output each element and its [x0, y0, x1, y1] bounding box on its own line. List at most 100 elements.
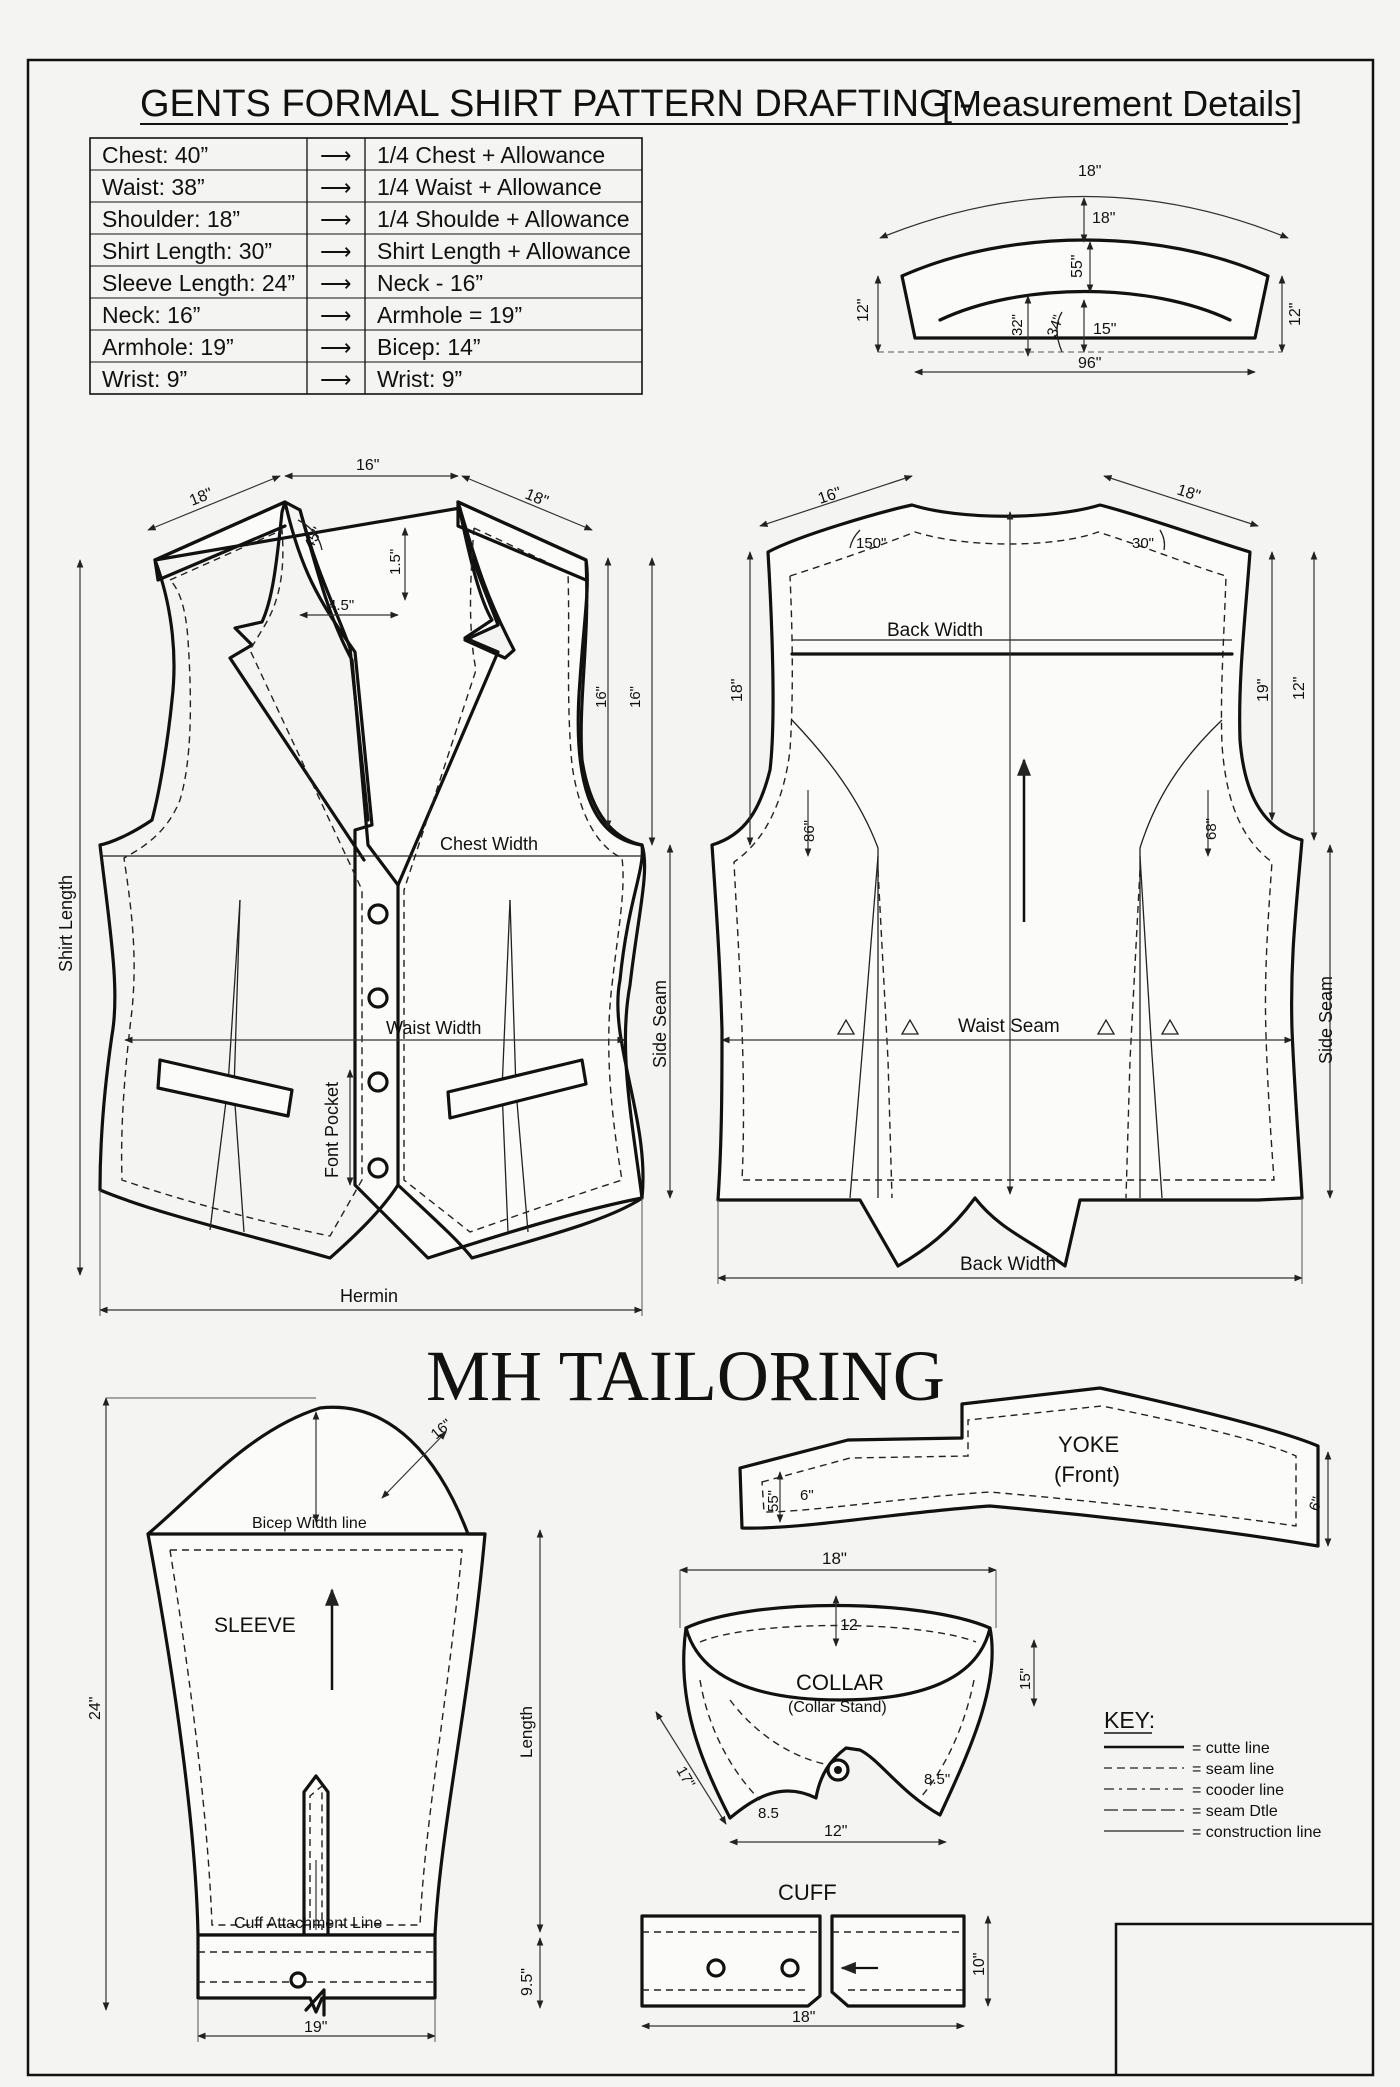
collar-piece: 18" 12 COLLAR (Collar Stand) 15" 17" 8.5…	[655, 1549, 1038, 1846]
dim-label: 32"	[1009, 314, 1026, 336]
waist-width-label: Waist Width	[386, 1018, 481, 1038]
key-item: = seam Dtle	[1192, 1803, 1278, 1820]
hermin-label: Hermin	[340, 1286, 398, 1306]
measure-label: Shoulder: 18”	[102, 206, 240, 232]
title-bracket: [Measurement Details]	[942, 83, 1302, 124]
dim-label: 12"	[824, 1823, 847, 1840]
title-block	[1114, 1922, 1373, 2075]
measure-label: Shirt Length: 30”	[102, 238, 272, 264]
dim-label: 12"	[1287, 303, 1304, 326]
measure-formula: 1/4 Shoulde + Allowance	[377, 206, 630, 232]
dim-label: 10"	[971, 1953, 988, 1976]
side-seam-label: Side Seam	[650, 980, 670, 1068]
measure-formula: Armhole = 19”	[377, 302, 522, 328]
cuff-title: CUFF	[778, 1880, 837, 1905]
sleeve-piece: 16" Bicep Width line SLEEVE Cuff Attachm…	[87, 1397, 544, 2042]
row-arrow: ⟶	[320, 239, 352, 264]
dim-label: 30"	[1132, 535, 1154, 552]
dim-label: 18"	[1092, 210, 1115, 227]
dim-label: 1.5"	[387, 549, 404, 575]
dim-label: 6"	[1306, 1495, 1327, 1514]
row-arrow: ⟶	[320, 271, 352, 296]
dim-label: 16"	[593, 686, 610, 708]
title-main: GENTS FORMAL SHIRT PATTERN DRAFTING -	[140, 83, 972, 125]
key-item: = cutte line	[1192, 1740, 1270, 1757]
bicep-line-label: Bicep Width line	[252, 1515, 367, 1532]
dim-label: 8.5"	[924, 1771, 950, 1788]
front-panel: Chest Width Waist Width 16" 18" 18" 45" …	[56, 457, 674, 1316]
chest-width-label: Chest Width	[440, 834, 538, 854]
dim-label: 18"	[822, 1549, 847, 1568]
yoke-piece: YOKE (Front) 55" 6" 6"	[738, 1386, 1332, 1548]
dim-label: 16"	[356, 457, 379, 474]
measure-formula: Wrist: 9”	[377, 366, 462, 392]
dim-label: 4.5"	[328, 597, 354, 614]
dim-label: 16"	[627, 686, 644, 708]
font-pocket-label: Font Pocket	[322, 1082, 342, 1178]
dim-label: 55"	[1069, 255, 1086, 278]
collar-title: COLLAR	[796, 1670, 884, 1695]
dim-label: 12"	[855, 299, 872, 322]
dim-label: 6"	[800, 1487, 814, 1504]
measure-formula: Neck - 16”	[377, 270, 483, 296]
measure-formula: 1/4 Waist + Allowance	[377, 174, 602, 200]
row-arrow: ⟶	[320, 143, 352, 168]
waist-seam-label: Waist Seam	[958, 1016, 1060, 1037]
dim-label: 68"	[1203, 818, 1220, 840]
dim-label: 18"	[1078, 163, 1101, 180]
measure-label: Waist: 38”	[102, 174, 205, 200]
dim-label: 18"	[523, 486, 551, 511]
dim-label: 150"	[856, 535, 886, 552]
cuff-line-label: Cuff Attachment Line	[234, 1915, 382, 1932]
top-collar-piece: 18" 18" 55" 32" 34" 15" 12" 12" 96"	[855, 163, 1304, 376]
measure-label: Armhole: 19”	[102, 334, 234, 360]
page-frame	[26, 58, 1375, 2077]
dim-label: 18"	[1175, 482, 1203, 505]
dim-label: 19"	[1255, 679, 1272, 702]
measure-label: Wrist: 9”	[102, 366, 187, 392]
measure-formula: Bicep: 14”	[377, 334, 481, 360]
dim-label: 16"	[816, 484, 844, 507]
measure-formula: Shirt Length + Allowance	[377, 238, 631, 264]
dim-label: 24"	[87, 1697, 104, 1720]
dim-label: 18"	[792, 2009, 815, 2026]
page-title: GENTS FORMAL SHIRT PATTERN DRAFTING - [M…	[140, 83, 1302, 125]
measure-formula: 1/4 Chest + Allowance	[377, 142, 605, 168]
measure-label: Neck: 16”	[102, 302, 200, 328]
dim-label: 34"	[1044, 313, 1068, 340]
measurement-table: Chest: 40” ⟶ 1/4 Chest + Allowance Waist…	[89, 137, 643, 395]
dim-label: 18"	[187, 485, 215, 510]
dim-label: 86"	[801, 820, 818, 842]
row-arrow: ⟶	[320, 303, 352, 328]
dim-label: 18"	[729, 679, 746, 702]
dim-label: 12"	[1291, 677, 1308, 700]
dim-label: 9.5"	[519, 1968, 536, 1996]
back-width-top-label: Back Width	[887, 620, 983, 641]
row-arrow: ⟶	[320, 207, 352, 232]
key-title: KEY:	[1104, 1707, 1155, 1733]
collar-subtitle: (Collar Stand)	[788, 1699, 887, 1716]
yoke-subtitle: (Front)	[1054, 1462, 1120, 1487]
back-panel: Back Width 86" 68" Waist Seam 16" 18" 15…	[710, 475, 1336, 1284]
yoke-title: YOKE	[1058, 1432, 1119, 1457]
side-seam-back-label: Side Seam	[1316, 976, 1336, 1064]
row-arrow: ⟶	[320, 175, 352, 200]
dim-label: 17"	[673, 1764, 699, 1792]
back-width-bottom-label: Back Width	[960, 1254, 1056, 1275]
dim-label: 15"	[1017, 1668, 1034, 1690]
dim-label: 96"	[1078, 355, 1101, 372]
line-key: KEY: = cutte line = seam line = cooder l…	[1104, 1707, 1322, 1841]
brand-name: MH TAILORING	[426, 1336, 945, 1416]
dim-label: 12	[840, 1617, 858, 1634]
row-arrow: ⟶	[320, 335, 352, 360]
key-item: = seam line	[1192, 1761, 1274, 1778]
sleeve-title: SLEEVE	[214, 1614, 296, 1637]
dim-label: 15"	[1093, 321, 1116, 338]
measure-label: Sleeve Length: 24”	[102, 270, 295, 296]
key-item: = cooder line	[1192, 1782, 1284, 1799]
dim-label: 8.5	[758, 1805, 779, 1822]
dim-label: 16"	[428, 1416, 456, 1443]
row-arrow: ⟶	[320, 367, 352, 392]
shirt-length-label: Shirt Length	[56, 875, 76, 972]
